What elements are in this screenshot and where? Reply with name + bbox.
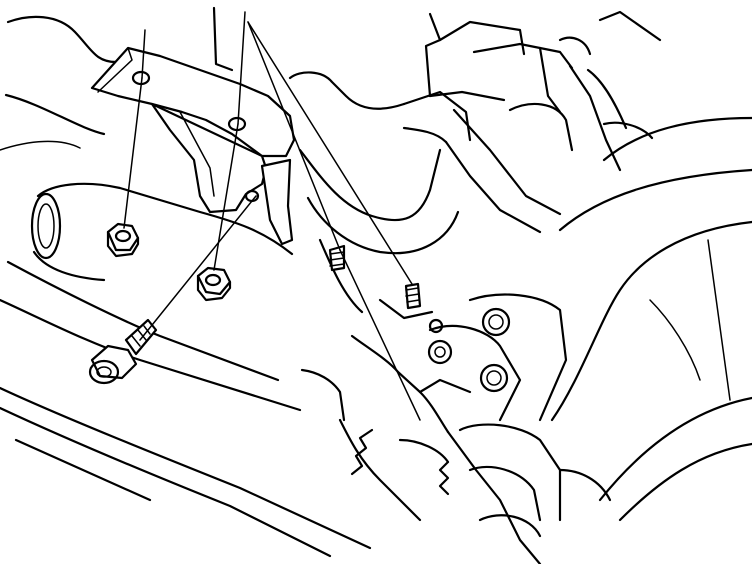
stud-bolt [328, 244, 346, 272]
stud-bolt [404, 282, 422, 310]
flange-nut [106, 222, 140, 258]
engine-background [0, 6, 752, 564]
flange-nut [196, 266, 232, 302]
washer-rings [427, 307, 511, 393]
mounting-bracket [90, 46, 296, 246]
leader-lines [123, 11, 421, 421]
flange-bolt [88, 318, 158, 385]
